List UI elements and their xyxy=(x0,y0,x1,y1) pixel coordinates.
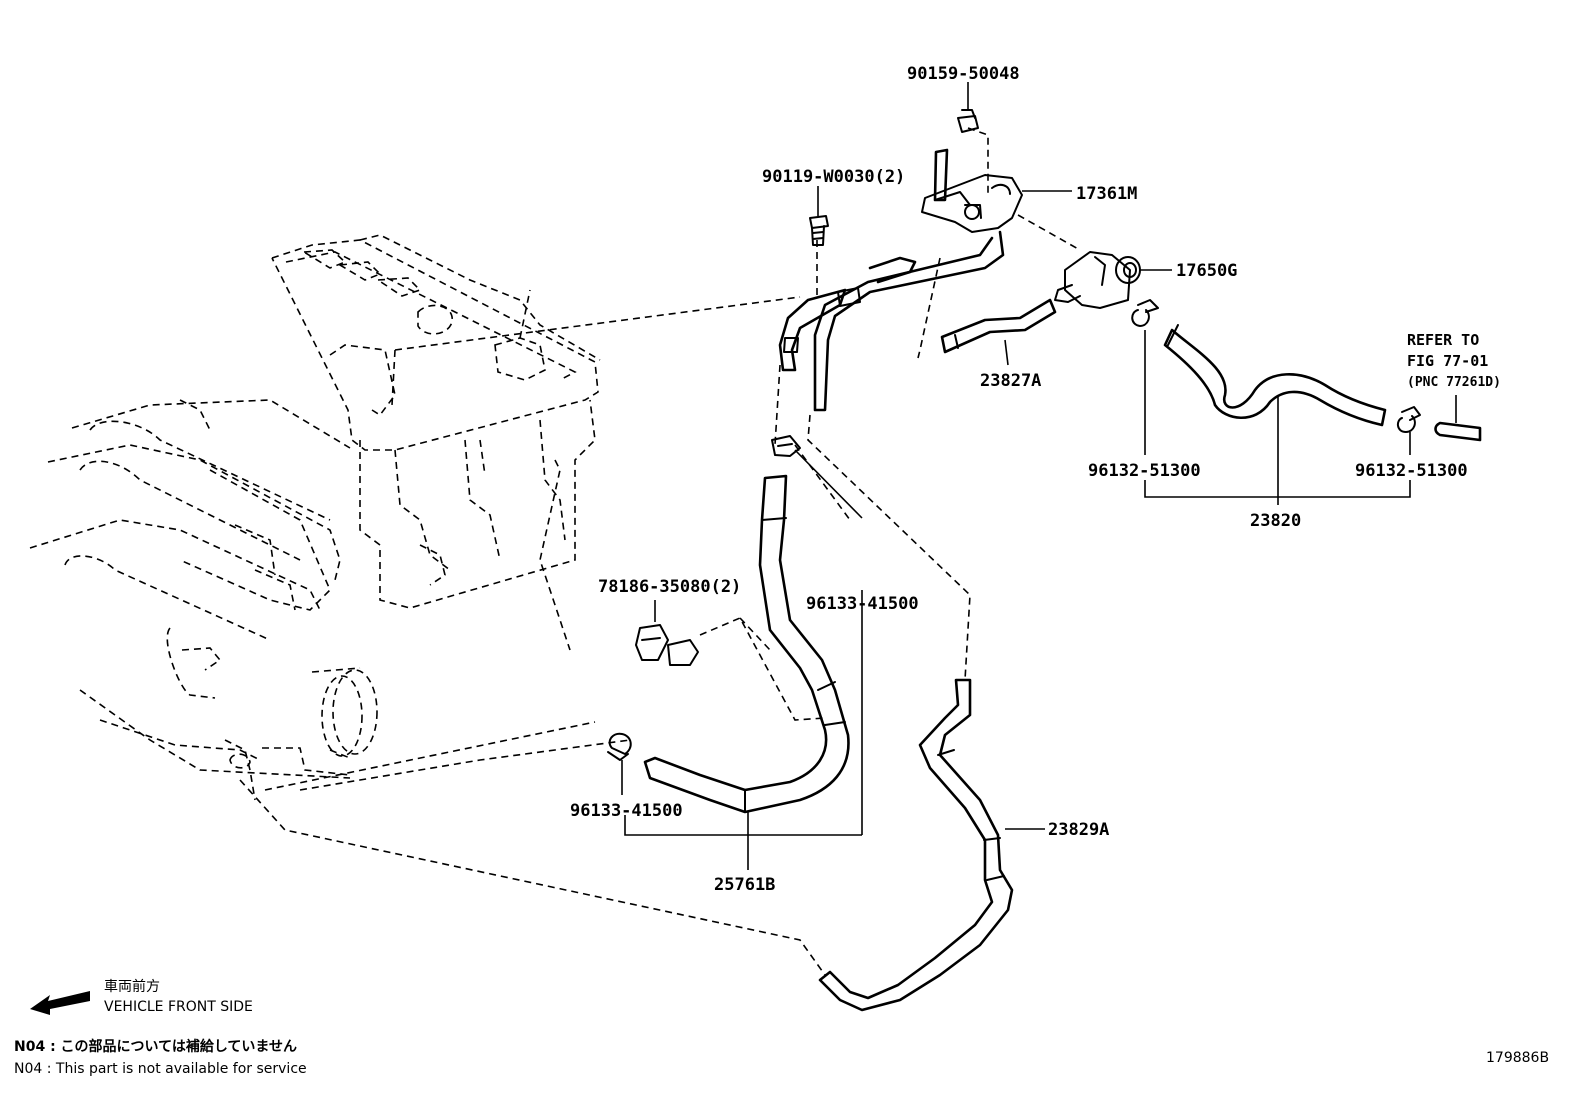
vehicle-front-arrow-icon xyxy=(30,991,90,1015)
label-refer-to: REFER TO xyxy=(1407,331,1479,349)
note-n04-en: N04 : This part is not available for ser… xyxy=(14,1061,307,1077)
vehicle-front-en: VEHICLE FRONT SIDE xyxy=(104,999,253,1015)
part-labels: 90159-50048 90119-W0030(2) 17361M 17650G… xyxy=(570,64,1501,895)
bolt-90159 xyxy=(957,109,979,133)
label-96133-41500-lower: 96133-41500 xyxy=(570,801,683,821)
clamp-96132-right xyxy=(1396,406,1421,433)
connection-lines xyxy=(239,127,1081,976)
label-96132-51300-left: 96132-51300 xyxy=(1088,461,1201,481)
engine-outline xyxy=(29,234,601,801)
clamp-96133-lower xyxy=(607,732,632,761)
valve-17650g xyxy=(1054,251,1141,309)
label-25761b: 25761B xyxy=(714,875,775,895)
label-23827a: 23827A xyxy=(980,371,1041,391)
note-n04-jp: N04 : この部品については補給していません xyxy=(14,1039,298,1055)
label-96133-41500-upper: 96133-41500 xyxy=(806,594,919,614)
label-23820: 23820 xyxy=(1250,511,1301,531)
label-17361m: 17361M xyxy=(1076,184,1137,204)
pipe-assembly xyxy=(778,148,1005,412)
label-90119-w0030: 90119-W0030(2) xyxy=(762,167,905,187)
leader-lines xyxy=(621,82,1457,870)
label-90159-50048: 90159-50048 xyxy=(907,64,1020,84)
hose-23829a xyxy=(818,678,1014,1012)
clamp-96133-upper xyxy=(771,435,801,457)
label-23829a: 23829A xyxy=(1048,820,1109,840)
bracket-17361m xyxy=(921,174,1023,233)
label-refer-fig: FIG 77-01 xyxy=(1407,352,1488,370)
label-78186-35080: 78186-35080(2) xyxy=(598,577,741,597)
bolt-90119 xyxy=(809,215,829,246)
label-17650g: 17650G xyxy=(1176,261,1237,281)
clamp-96132-left xyxy=(1131,299,1159,327)
figure-code: 179886B xyxy=(1486,1050,1550,1066)
vehicle-front-jp: 車両前方 xyxy=(104,979,160,995)
label-96132-51300-right: 96132-51300 xyxy=(1355,461,1468,481)
hose-23820 xyxy=(1163,324,1387,427)
hose-25761b xyxy=(643,474,850,814)
clip-78186 xyxy=(635,624,699,666)
hose-23827a xyxy=(940,298,1057,354)
pipe-refer-fig xyxy=(1434,421,1482,442)
label-refer-pnc: (PNC 77261D) xyxy=(1407,375,1501,390)
